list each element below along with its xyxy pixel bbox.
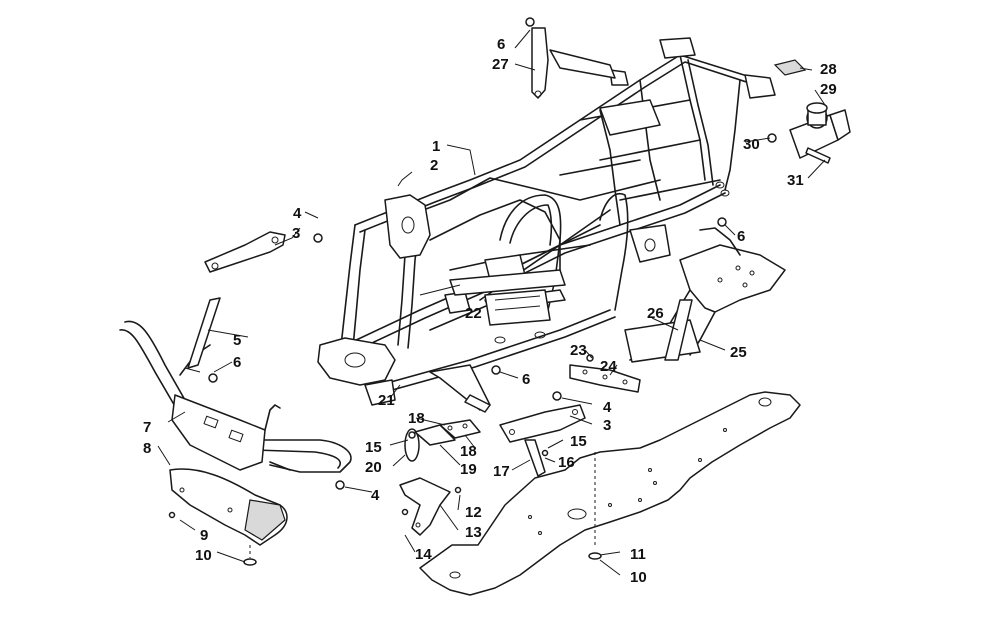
callout-29: 29 (820, 81, 837, 98)
hitch-receiver (789, 102, 851, 159)
callout-25: 25 (730, 344, 747, 361)
crossmember-plate (484, 289, 551, 326)
callout-19: 19 (460, 461, 477, 478)
callout-2: 2 (430, 157, 438, 174)
callout-1: 1 (432, 138, 440, 155)
callout-4-mid: 4 (603, 399, 612, 416)
decal-plate (773, 59, 807, 76)
callout-4-lower: 4 (371, 487, 380, 504)
lower-mount-bracket (499, 404, 586, 443)
leader-lines (157, 29, 826, 576)
callout-6-top: 6 (497, 36, 505, 53)
callout-24: 24 (600, 358, 617, 375)
callouts: 1 2 3 3 4 4 4 5 6 6 6 6 7 8 9 10 10 11 1… (143, 36, 837, 586)
callout-10-right: 10 (630, 569, 647, 586)
callout-13: 13 (465, 524, 482, 541)
callout-31: 31 (787, 172, 804, 189)
callout-16: 16 (558, 454, 575, 471)
skid-plate (419, 391, 801, 596)
upper-mount-bracket (531, 27, 616, 99)
callout-20: 20 (365, 459, 382, 476)
callout-9: 9 (200, 527, 208, 544)
callout-15-right: 15 (570, 433, 587, 450)
callout-12: 12 (465, 504, 482, 521)
callout-6-mid: 6 (522, 371, 530, 388)
callout-8: 8 (143, 440, 151, 457)
callout-4-upper: 4 (293, 205, 302, 222)
callout-3-upper: 3 (292, 225, 300, 242)
callout-6-right: 6 (737, 228, 745, 245)
callout-3-lower: 3 (603, 417, 611, 434)
callout-26: 26 (647, 305, 664, 322)
front-upper-bracket (204, 231, 286, 273)
lower-strut (524, 439, 546, 477)
callout-15-left: 15 (365, 439, 382, 456)
callout-18-upper: 18 (408, 410, 425, 427)
lower-footrest-bracket (429, 364, 491, 413)
callout-11: 11 (630, 546, 646, 563)
front-bumper (119, 320, 352, 473)
callout-18-lower: 18 (460, 443, 477, 460)
callout-27: 27 (492, 56, 509, 73)
stabilizer-bracket (399, 477, 451, 536)
callout-17: 17 (493, 463, 510, 480)
callout-5: 5 (233, 332, 241, 349)
callout-14: 14 (415, 546, 432, 563)
callout-22: 22 (465, 305, 482, 322)
front-skid-guard (169, 468, 288, 546)
idler-assembly (404, 419, 481, 462)
mounting-plate (569, 364, 641, 393)
callout-21: 21 (378, 392, 395, 409)
main-frame (317, 37, 776, 406)
rear-strut (664, 299, 693, 361)
callout-30: 30 (743, 136, 760, 153)
callout-7: 7 (143, 419, 151, 436)
support-strut (184, 297, 221, 373)
callout-10-left: 10 (195, 547, 212, 564)
callout-28: 28 (820, 61, 837, 78)
callout-6-left: 6 (233, 354, 241, 371)
callout-23: 23 (570, 342, 587, 359)
